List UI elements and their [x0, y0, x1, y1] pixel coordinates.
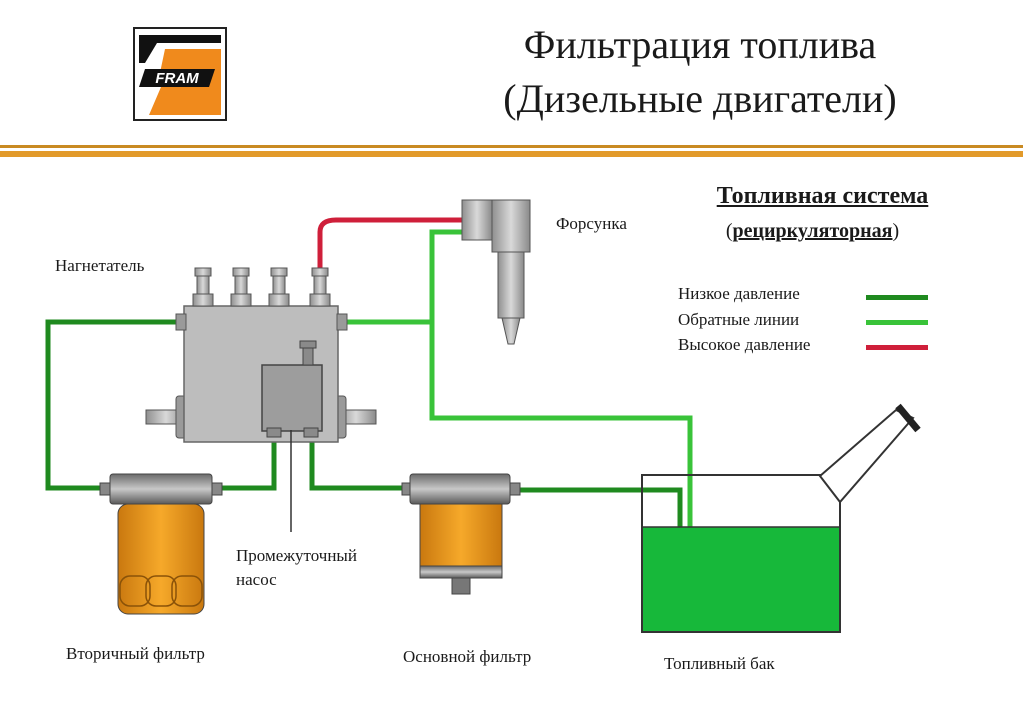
header-divider-bottom	[0, 151, 1023, 157]
label-fuel-tank: Топливный бак	[664, 654, 775, 673]
return-lines	[345, 229, 693, 528]
logo-text: FRAM	[155, 70, 199, 87]
legend-swatch-high-pressure	[866, 345, 928, 350]
transfer-pump-box	[261, 364, 323, 432]
subtitle-close-paren: )	[892, 220, 900, 242]
tank-filler-neck	[818, 408, 915, 504]
high-pressure-line	[317, 217, 466, 272]
secondary-filter	[99, 473, 223, 615]
legend-swatch-return	[866, 320, 928, 325]
line-injector-return	[429, 229, 693, 528]
system-title: Топливная система	[716, 183, 929, 209]
subtitle-open-paren: (	[725, 220, 733, 242]
label-transfer-pump: Промежуточный насос	[236, 544, 357, 592]
legend-label-return: Обратные линии	[678, 310, 800, 329]
label-injector: Форсунка	[556, 214, 627, 233]
subtitle-text: рециркуляторная	[732, 220, 893, 242]
system-subtitle: (рециркуляторная)	[640, 220, 985, 243]
line-primary-to-transfer	[309, 432, 409, 491]
injection-pump	[145, 267, 377, 443]
pump-delivery-valves	[192, 267, 331, 307]
primary-filter	[401, 473, 521, 595]
label-injection-pump: Нагнетатель	[55, 256, 145, 275]
header-divider-top	[0, 145, 1023, 148]
line-filter-to-pump-inlet	[45, 319, 180, 491]
fram-logo-mark: FRAM	[139, 35, 221, 115]
injector	[461, 199, 531, 345]
tank-filler-cap	[895, 403, 921, 433]
legend-label-high-pressure: Высокое давление	[678, 335, 811, 354]
legend-swatch-low-pressure	[866, 295, 928, 300]
label-transfer-pump-line1: Промежуточный	[236, 546, 357, 565]
fuel-tank	[641, 403, 921, 633]
label-primary-filter: Основной фильтр	[403, 647, 532, 666]
tank-fuel-level	[642, 527, 840, 632]
page-title: Фильтрация топлива (Дизельные двигатели)	[440, 18, 960, 126]
label-secondary-filter: Вторичный фильтр	[66, 644, 205, 663]
line-transfer-to-secondary	[221, 432, 277, 491]
title-line-2: (Дизельные двигатели)	[503, 76, 897, 121]
title-line-1: Фильтрация топлива	[523, 22, 877, 67]
label-transfer-pump-line2: насос	[236, 570, 277, 589]
fram-logo: FRAM	[133, 27, 227, 121]
legend-label-low-pressure: Низкое давление	[678, 284, 800, 303]
